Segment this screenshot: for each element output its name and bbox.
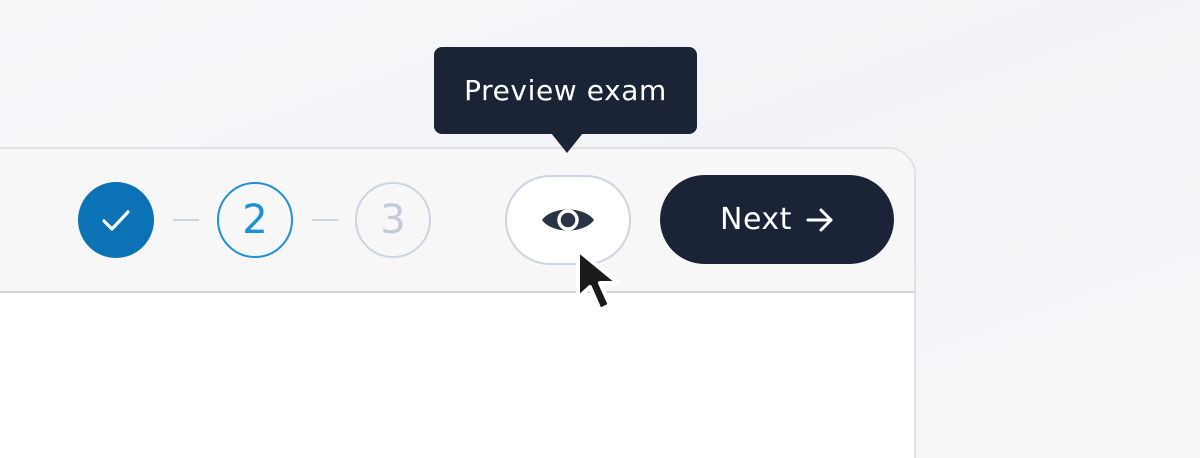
- exam-builder-card: k 2 3 Next: [0, 147, 916, 458]
- step-3-label: 3: [380, 197, 406, 243]
- step-1-completed[interactable]: [78, 182, 154, 258]
- tooltip-text: Preview exam: [464, 74, 667, 107]
- tooltip-arrow: [551, 133, 583, 153]
- step-connector: [312, 219, 338, 221]
- step-3-upcoming[interactable]: 3: [355, 182, 431, 258]
- eye-icon: [542, 209, 594, 231]
- next-button[interactable]: Next: [660, 175, 894, 264]
- arrow-right-icon: [806, 208, 833, 231]
- check-icon: [102, 210, 130, 231]
- mouse-cursor-icon: [576, 248, 620, 312]
- preview-exam-button[interactable]: [505, 175, 631, 265]
- step-2-label: 2: [242, 197, 268, 243]
- header-title-fragment: k: [0, 203, 1, 236]
- step-connector: [173, 219, 199, 221]
- next-button-label: Next: [720, 202, 792, 237]
- card-header: k 2 3 Next: [0, 149, 914, 293]
- preview-exam-tooltip: Preview exam: [434, 47, 697, 134]
- step-2-current[interactable]: 2: [217, 182, 293, 258]
